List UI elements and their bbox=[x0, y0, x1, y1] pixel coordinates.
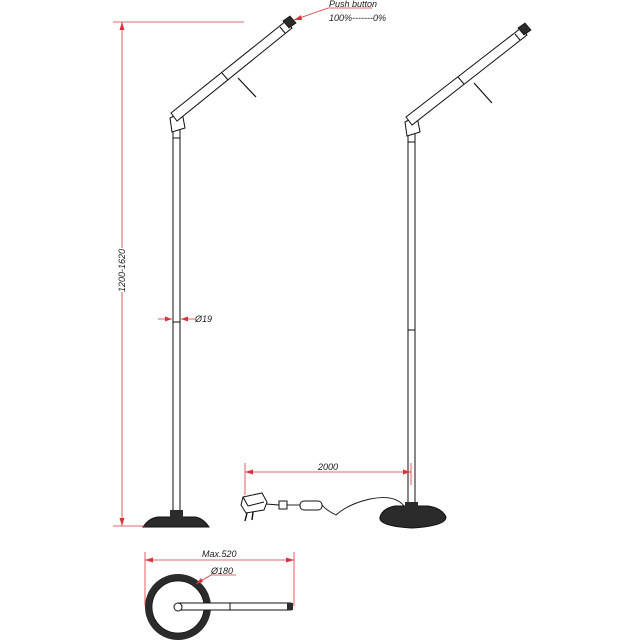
arm-top-view bbox=[178, 602, 292, 611]
cable-length-label: 2000 bbox=[317, 462, 338, 472]
base-diameter-label: Ø180 bbox=[210, 566, 233, 576]
push-button-label: Push button bbox=[329, 0, 377, 9]
plug-prong bbox=[251, 511, 254, 521]
lamp-base bbox=[379, 505, 447, 529]
base-diameter-callout: Ø180 bbox=[195, 566, 236, 585]
lamp-base bbox=[142, 516, 210, 528]
power-cable bbox=[240, 492, 405, 522]
height-range-label: 1200-1620 bbox=[117, 249, 127, 292]
lamp-side-view-left bbox=[142, 15, 297, 528]
lamp-head-cap bbox=[282, 15, 297, 29]
lamp-pole bbox=[407, 130, 416, 512]
lamp-arm bbox=[405, 27, 528, 126]
arm-head-mark bbox=[279, 26, 286, 34]
arm-segment-mark bbox=[457, 76, 465, 85]
plug-prong bbox=[244, 512, 248, 522]
pole-top bbox=[173, 602, 183, 612]
max-reach-label: Max.520 bbox=[202, 549, 237, 559]
push-button-lever bbox=[473, 82, 493, 104]
arm-head-mark bbox=[514, 33, 521, 41]
tube-diameter-dimension: Ø19 bbox=[158, 314, 212, 324]
lamp-side-view-right bbox=[379, 22, 532, 529]
lamp-pole bbox=[172, 126, 181, 516]
push-button-lever bbox=[237, 77, 257, 98]
height-dimension: 1200-1620 bbox=[113, 21, 244, 527]
cable-line bbox=[321, 497, 405, 516]
push-button-callout: Push button 100%-------0% bbox=[293, 0, 386, 23]
cable-length-dimension: 2000 bbox=[244, 462, 412, 495]
lamp-top-view bbox=[145, 574, 293, 640]
arm-segment-mark bbox=[221, 72, 229, 81]
arm-head-cap-top bbox=[287, 603, 293, 610]
lamp-head-cap bbox=[517, 22, 532, 36]
lamp-arm bbox=[170, 20, 293, 122]
max-reach-dimension: Max.520 bbox=[144, 549, 295, 606]
power-adapter bbox=[240, 492, 268, 514]
inline-switch bbox=[299, 500, 323, 511]
base-collar bbox=[405, 502, 418, 509]
tube-diameter-label: Ø19 bbox=[194, 314, 212, 324]
base-collar bbox=[170, 510, 183, 518]
dimmer-range-label: 100%-------0% bbox=[329, 13, 386, 23]
cable-connector bbox=[278, 500, 288, 510]
